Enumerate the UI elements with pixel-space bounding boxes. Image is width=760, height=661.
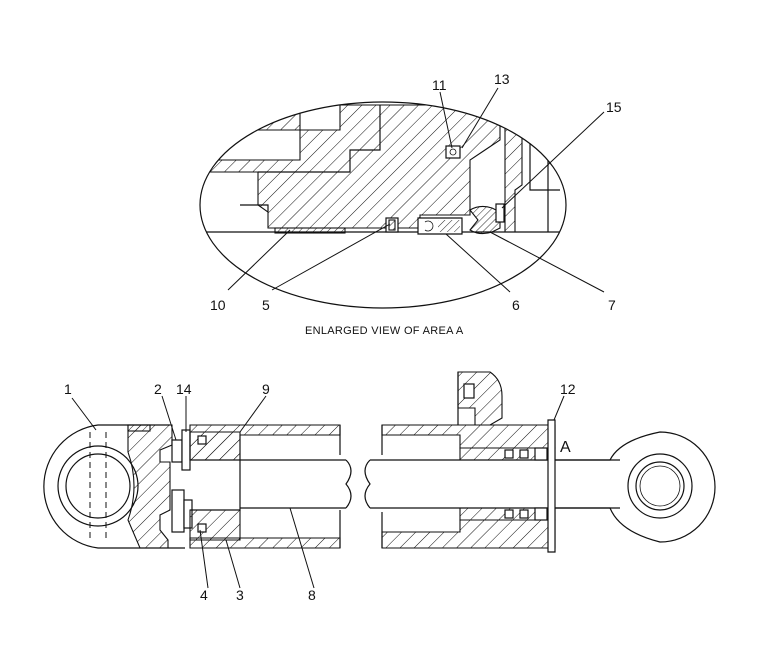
enlarged-view: 11 13 15 10 5 6 7 — [199, 71, 622, 313]
callout-13: 13 — [494, 71, 510, 87]
head-end-cap — [127, 424, 173, 549]
head-clevis — [43, 424, 185, 549]
leader-7 — [489, 231, 605, 293]
callout-5: 5 — [262, 297, 270, 313]
leader-10 — [227, 229, 291, 291]
rod-pin-bore-inner — [635, 461, 685, 511]
callout-9: 9 — [262, 381, 270, 397]
callout-4: 4 — [200, 587, 208, 603]
callout-6: 6 — [512, 297, 520, 313]
port-nut — [171, 439, 183, 463]
leader-1 — [71, 397, 97, 431]
tube-right-upper — [381, 424, 556, 449]
leader-13 — [461, 87, 499, 149]
leader-2 — [161, 395, 177, 441]
callout-7: 7 — [608, 297, 616, 313]
leader-4 — [199, 529, 209, 589]
leader-8 — [289, 507, 315, 589]
callout-15: 15 — [606, 99, 622, 115]
callout-10: 10 — [210, 297, 226, 313]
callout-12: 12 — [560, 381, 576, 397]
callout-11: 11 — [432, 77, 447, 93]
leader-15 — [501, 111, 605, 209]
leader-5 — [271, 223, 391, 291]
callout-2: 2 — [154, 381, 162, 397]
leader-11 — [439, 91, 453, 149]
piston-body — [200, 104, 501, 229]
tube-lower — [189, 537, 341, 549]
head-pin-bore-outer — [57, 445, 139, 527]
port-washer — [181, 429, 191, 471]
callout-1: 1 — [64, 381, 72, 397]
wiper-seal — [469, 205, 501, 235]
callout-14: 14 — [176, 381, 192, 397]
retaining-ring — [495, 203, 505, 223]
tube-right-lower — [381, 519, 556, 549]
rod-end-flange — [547, 419, 556, 553]
cylinder-assembly — [43, 371, 716, 553]
tube-wall — [504, 102, 523, 233]
head-pin-bore-inner — [65, 453, 131, 519]
piston-seal-lower — [197, 523, 207, 533]
gland-section — [200, 102, 301, 131]
piston-seal-upper — [197, 435, 207, 445]
leader-3 — [225, 539, 241, 589]
rod-pin-bore-outer — [627, 453, 693, 519]
leader-12 — [553, 395, 565, 421]
bearing-strip — [274, 227, 346, 234]
break-left — [345, 459, 352, 509]
rod-eye — [555, 431, 716, 543]
enlarged-view-outline — [199, 101, 567, 309]
break-right — [364, 459, 371, 509]
area-label: A — [560, 439, 571, 456]
callout-8: 8 — [308, 587, 316, 603]
leader-6 — [445, 233, 511, 293]
enlarged-view-caption: ENLARGED VIEW OF AREA A — [305, 325, 464, 337]
leader-9 — [239, 395, 267, 433]
oring-small — [445, 145, 461, 159]
callout-3: 3 — [236, 587, 244, 603]
